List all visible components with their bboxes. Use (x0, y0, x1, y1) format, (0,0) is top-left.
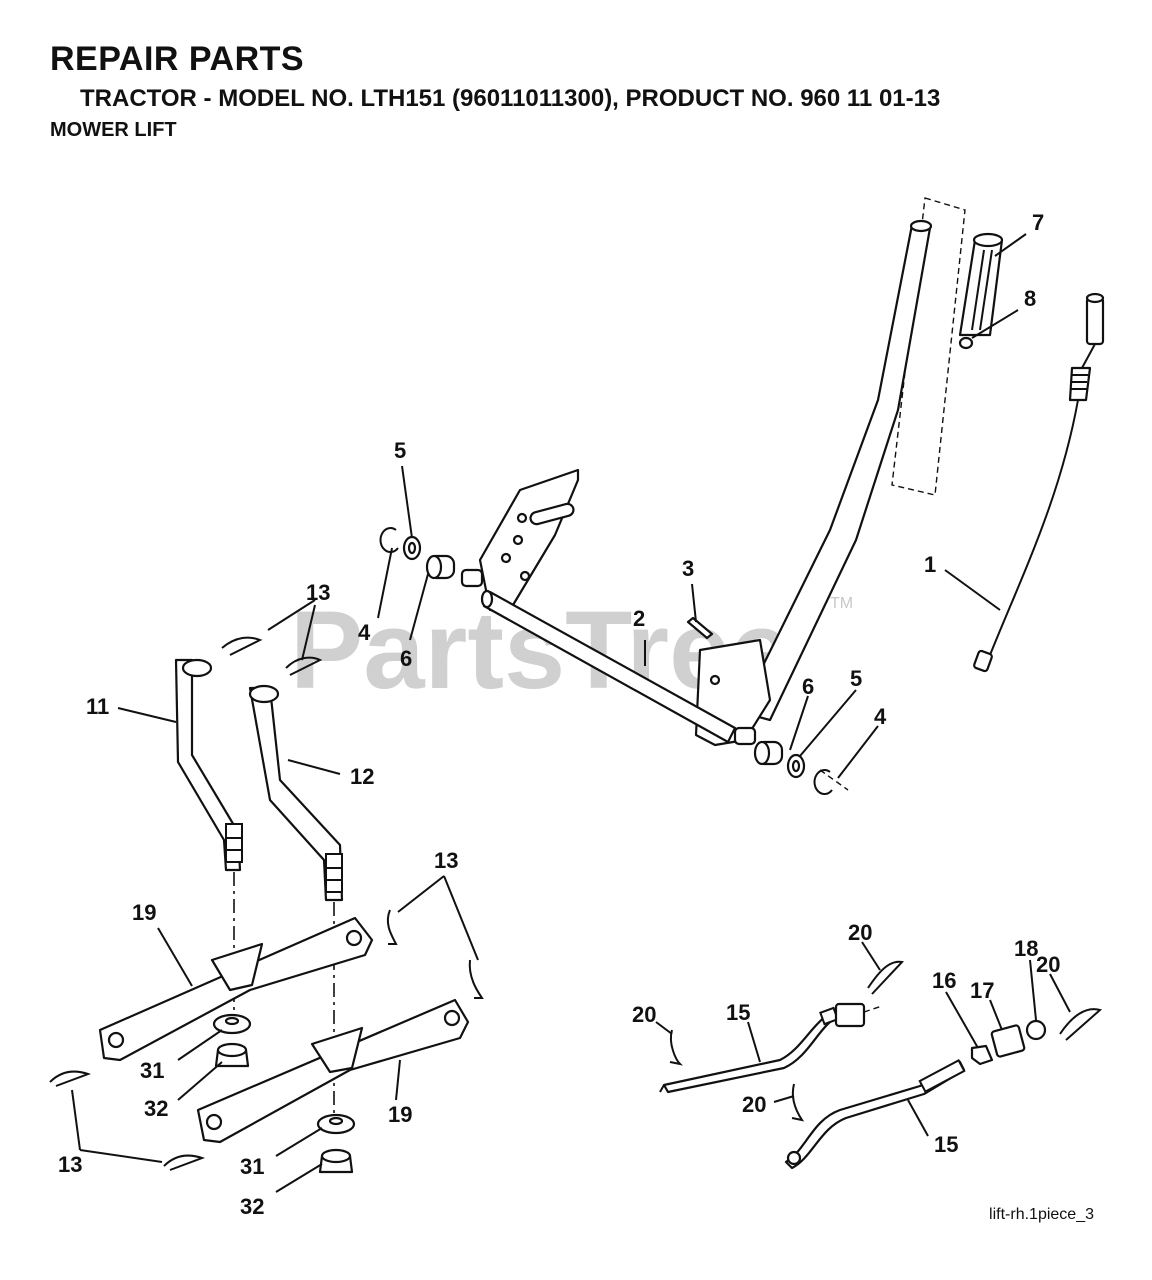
callout-18: 18 (1014, 936, 1038, 961)
callout-19-upper: 19 (132, 900, 156, 925)
callout-7: 7 (1032, 210, 1044, 235)
left-retaining-ring (379, 527, 399, 553)
callout-4-left: 4 (358, 620, 371, 645)
right-retaining-ring (813, 769, 849, 795)
lower-spacer (316, 1113, 356, 1135)
reference-code: lift-rh.1piece_3 (989, 1206, 1094, 1223)
callout-1: 1 (924, 552, 936, 577)
callout-6-left: 6 (400, 646, 412, 671)
callout-16: 16 (932, 968, 956, 993)
lift-handle (694, 219, 933, 747)
callout-4-right: 4 (874, 704, 887, 729)
callout-15-upper: 15 (726, 1000, 750, 1025)
upper-spacer (212, 1013, 252, 1035)
lower-lift-rod (784, 1059, 966, 1170)
callout-12: 12 (350, 764, 374, 789)
grip-screw (958, 336, 974, 350)
trunnion-nut (1025, 1019, 1047, 1041)
callout-labels: 7 8 1 2 3 5 4 6 6 5 4 13 11 12 13 19 31 … (58, 210, 1060, 1219)
watermark-tm: TM (830, 595, 853, 612)
callout-20-right: 20 (1036, 952, 1060, 977)
callout-5-right: 5 (850, 666, 862, 691)
callout-31-lower: 31 (240, 1154, 264, 1179)
right-bushing (753, 740, 784, 766)
callout-31-upper: 31 (140, 1058, 164, 1083)
callout-17: 17 (970, 978, 994, 1003)
callout-13-bottom: 13 (58, 1152, 82, 1177)
jam-nut (970, 1044, 994, 1066)
lift-cable (973, 292, 1105, 673)
callout-20-top: 20 (848, 920, 872, 945)
right-washer (786, 753, 806, 779)
callout-6-right: 6 (802, 674, 814, 699)
callout-5-left: 5 (394, 438, 406, 463)
upper-lift-arm (98, 916, 374, 1062)
callout-20-lower: 20 (742, 1092, 766, 1117)
callout-11: 11 (86, 694, 109, 719)
model-subtitle: TRACTOR - MODEL NO. LTH151 (96011011300)… (80, 85, 941, 112)
trunnion (990, 1024, 1026, 1058)
leader-lines (71, 233, 1071, 1193)
hand-grip (958, 232, 1004, 337)
page-header: REPAIR PARTS TRACTOR - MODEL NO. LTH151 … (50, 40, 1110, 142)
page-title: REPAIR PARTS (50, 40, 305, 78)
callout-2: 2 (633, 606, 645, 631)
callout-3: 3 (682, 556, 694, 581)
callout-32-upper: 32 (144, 1096, 168, 1121)
callout-8: 8 (1024, 286, 1036, 311)
upper-nut (214, 1042, 250, 1068)
callout-19-lower: 19 (388, 1102, 412, 1127)
upper-lift-rod (659, 1002, 883, 1094)
section-title: MOWER LIFT (50, 119, 177, 141)
lower-lift-arm (196, 998, 470, 1144)
callout-32-lower: 32 (240, 1194, 264, 1219)
left-bushing (425, 554, 456, 580)
callout-20-left: 20 (632, 1002, 656, 1027)
cross-shaft (460, 568, 757, 746)
callout-15-lower: 15 (934, 1132, 958, 1157)
hairpin-clip (49, 636, 484, 1171)
lower-nut (318, 1148, 354, 1174)
roll-pin (686, 616, 714, 640)
callout-13-mid: 13 (434, 848, 458, 873)
callout-13-top: 13 (306, 580, 330, 605)
left-washer (402, 535, 422, 561)
